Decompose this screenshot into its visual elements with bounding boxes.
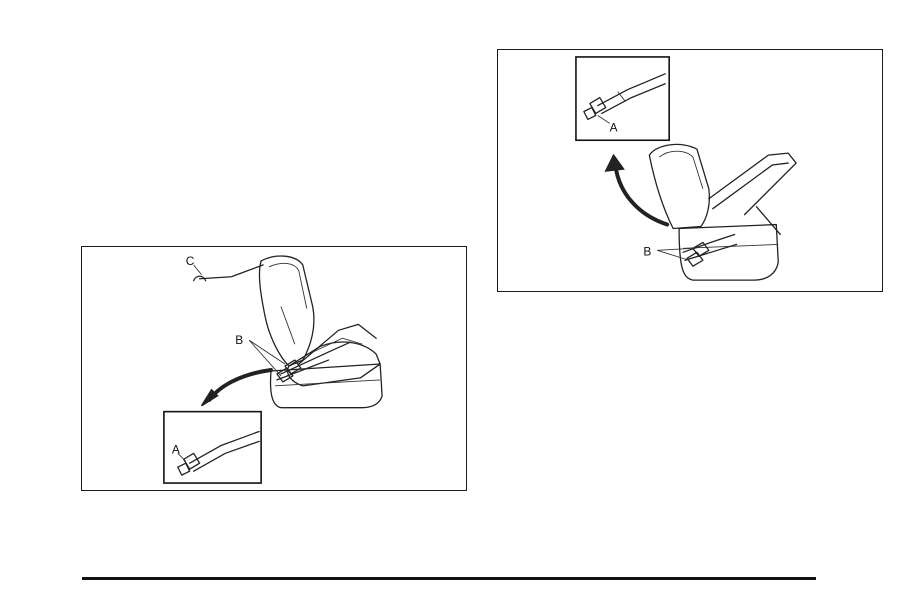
figure-seat-strap-release: B C A [81, 246, 467, 491]
seat-back-right [649, 144, 709, 228]
lower-strap [281, 342, 350, 374]
stow-arrow-head [606, 155, 624, 171]
inset-hook-detail-right [576, 57, 669, 140]
footer-rule [82, 577, 816, 580]
callout-a-left: A [172, 442, 180, 456]
seat-illustration-left: B C A [82, 247, 466, 490]
release-arrow [210, 370, 271, 400]
seat-base-right [679, 225, 778, 281]
seat-back [259, 256, 313, 366]
callout-b-right: B [643, 244, 651, 258]
seat-illustration-right: A B [498, 50, 882, 291]
callout-b-left: B [235, 333, 243, 347]
tether-strap [200, 265, 263, 279]
callout-a-right: A [610, 120, 618, 134]
callout-c-left: C [186, 254, 195, 268]
figure-seat-strap-stow: A B [497, 49, 883, 292]
